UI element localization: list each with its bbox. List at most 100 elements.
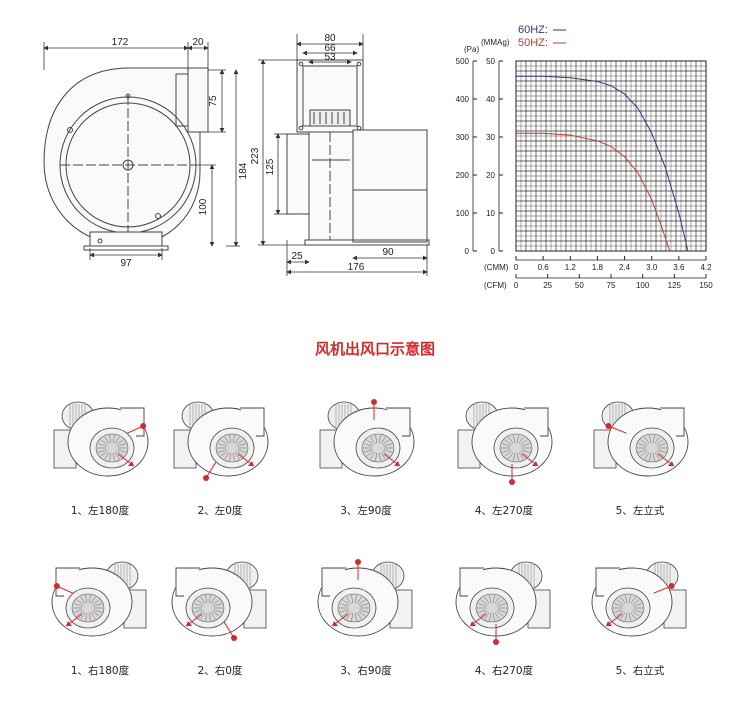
fan-front-view [286,59,430,246]
dim-axis-height: 100 [198,198,209,215]
impeller-blade [351,612,354,621]
impeller-blade [632,611,640,617]
impeller-blade [213,609,223,613]
inlet-arrow-head [532,461,538,466]
outlet-arrow-head [509,479,515,485]
impeller-blade [220,451,228,457]
impeller-blade [616,611,624,617]
dim-offset: 25 [291,251,303,262]
dim-height: 223 [250,147,261,164]
cfm-tick-label: 25 [543,281,552,290]
pa-tick-label: 200 [456,171,470,180]
outlet-duct [240,407,265,437]
impeller-blade [93,603,103,607]
impeller-blade [494,612,500,620]
outlet-arrow-head [140,423,147,429]
impeller-blade [80,596,86,604]
impeller-blade [616,599,624,605]
impeller-blade [613,609,623,613]
impeller-blade [356,596,362,604]
cfm-tick-label: 50 [575,281,584,290]
impeller-blade [114,452,120,460]
impeller-blade [363,443,373,447]
inlet-arrow-head [606,621,612,626]
impeller-blade [359,603,369,607]
cmm-tick-label: 3.0 [646,263,658,272]
impeller-blade [484,612,490,620]
impeller-blade [501,449,511,453]
outlet-duct [459,567,484,597]
impeller-blade [637,449,647,453]
impeller-blade [644,452,650,460]
impeller-blade [378,452,381,461]
impeller-blade [375,452,378,461]
caption-right-0: 2、右0度 [197,665,243,677]
impeller-blade [217,449,227,453]
fan-illustration-right-vertical [591,561,687,637]
impeller-blade [521,443,531,447]
impeller-blade [508,452,514,460]
impeller-blade [117,443,127,447]
impeller-blade [380,436,386,444]
caption-right-180: 1、右180度 [70,665,130,677]
impeller-blade [92,611,100,617]
caption-left-vertical: 5、左立式 [615,505,665,517]
impeller-blade [196,599,204,605]
outlet-duct [524,407,549,437]
pa-tick-label: 300 [456,133,470,142]
impeller-blade [210,596,216,604]
cmm-tick-label: 1.8 [592,263,604,272]
impeller-blade [630,612,636,620]
impeller-blade [370,452,376,460]
impeller-blade [518,452,524,460]
impeller-blade [351,595,354,604]
xlabel-cfm: (CFM) [484,281,507,290]
impeller-blade [358,599,366,605]
impeller-blade [92,599,100,605]
impeller-blade [497,603,507,607]
impeller-blade [97,443,107,447]
outlet-duct [175,567,200,597]
outlet-duct [386,407,411,437]
outlet-duct [595,567,620,597]
impeller-blade [116,451,124,457]
impeller-blade [620,612,626,620]
fan-illustration-left-90 [319,399,415,477]
impeller-blade [656,439,664,445]
inlet-arrow-head [394,461,400,466]
cfm-tick-label: 125 [668,281,682,290]
impeller-blade [354,595,357,604]
outlet-arrow-head [371,399,377,405]
impeller-blade [516,435,519,444]
outlet-arrow-head [203,475,209,481]
impeller-blade [644,436,650,444]
chart-series [516,75,689,252]
fan-illustration-right-270 [455,561,551,645]
impeller-blade [112,435,115,444]
impeller-blade [382,451,390,457]
impeller-blade [208,612,211,621]
outlet-arrow [205,461,217,479]
pa-tick-label: 500 [456,57,470,66]
impeller-blade [633,603,643,607]
impeller-blade [234,436,240,444]
mmag-tick-label: 0 [491,247,496,256]
impeller-blade [212,611,220,617]
impeller-blade [628,612,631,621]
mmag-tick-label: 10 [486,209,495,218]
dim-width-total: 172 [112,37,129,48]
impeller-blade [73,603,83,607]
series-line-60hz [516,75,689,252]
impeller-blade [518,436,524,444]
impeller-blade [236,451,244,457]
legend-50hz: 50HZ: [518,37,548,49]
impeller-blade [193,603,203,607]
dim-flange-outer: 80 [324,33,336,44]
impeller-blade [356,612,362,620]
inlet-arrow-head [668,461,674,466]
impeller-blade [625,612,628,621]
fan-illustration-right-180 [51,561,147,637]
impeller-blade [114,436,120,444]
dim-height-total: 184 [238,162,249,179]
